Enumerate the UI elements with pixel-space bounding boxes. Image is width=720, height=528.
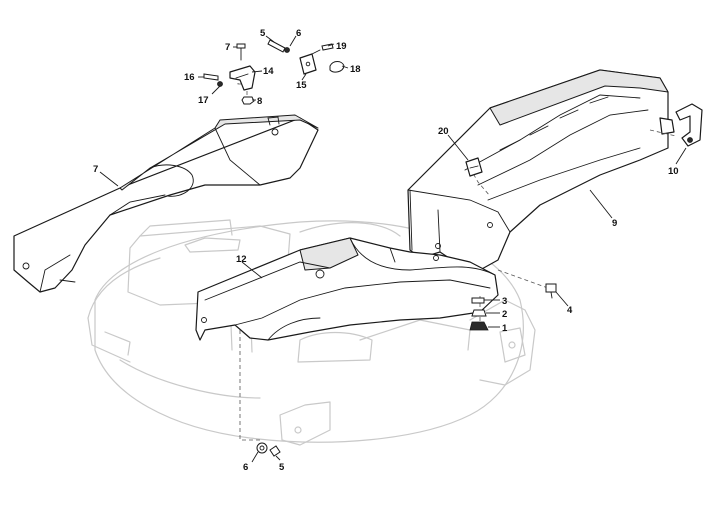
callout-4: 4 — [567, 305, 573, 316]
part-11-left-guard — [13, 114, 319, 293]
callout-5-bottom: 5 — [279, 462, 285, 473]
part-10-bracket — [675, 103, 703, 147]
callout-20: 20 — [438, 126, 449, 137]
callout-16: 16 — [184, 72, 195, 83]
callout-5-top: 5 — [260, 28, 266, 39]
callout-3: 3 — [502, 296, 507, 307]
callout-2: 2 — [502, 309, 507, 320]
part-20-latch — [465, 157, 483, 177]
callout-15: 15 — [296, 80, 307, 91]
callout-1: 1 — [502, 323, 508, 334]
part-12-front-guard — [195, 237, 499, 341]
hardware-bottom-cluster — [256, 442, 281, 457]
callout-8: 8 — [257, 96, 262, 107]
part-9-main-duct — [407, 69, 675, 271]
callout-19: 19 — [336, 41, 347, 52]
callout-14: 14 — [263, 66, 274, 77]
callout-6-top: 6 — [296, 28, 301, 39]
callout-9: 9 — [612, 218, 617, 229]
callout-10: 10 — [668, 166, 679, 177]
leader-lines — [99, 35, 687, 463]
callout-labels: 7 12 20 9 10 7 5 6 19 18 16 17 8 14 15 3… — [93, 28, 679, 473]
hardware-right-cluster — [469, 283, 557, 331]
hardware-top-cluster — [203, 39, 345, 105]
callout-12: 12 — [236, 254, 247, 265]
callout-18: 18 — [350, 64, 361, 75]
callout-7: 7 — [225, 42, 230, 53]
callout-17: 17 — [198, 95, 209, 106]
callout-11: 7 — [93, 164, 98, 175]
callout-6-bottom: 6 — [243, 462, 248, 473]
